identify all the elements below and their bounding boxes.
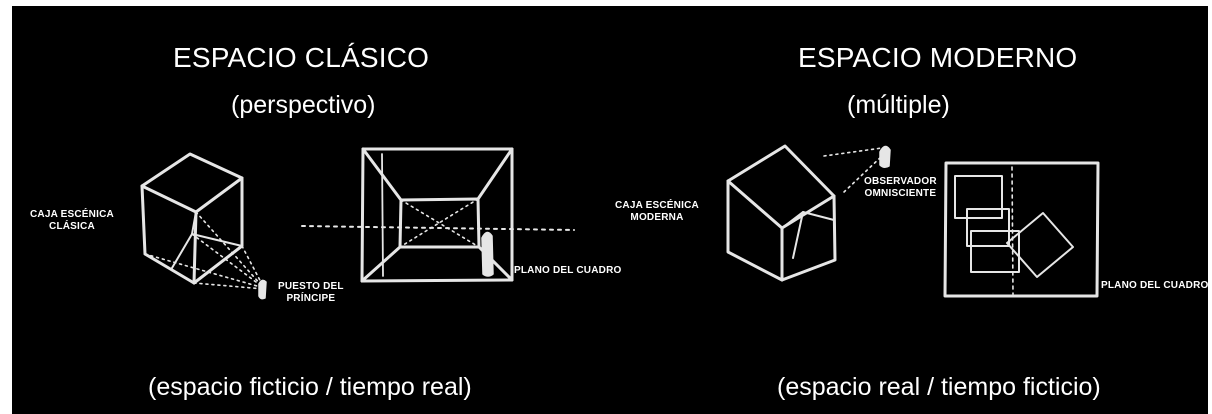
observer-figure [481, 231, 494, 277]
prince-figure [258, 279, 267, 300]
classic-stage-box [140, 152, 244, 285]
omniscient-label: OBSERVADOR OMNISCIENTE [864, 176, 937, 199]
modern-box-label: CAJA ESCÉNICA MODERNA [615, 200, 699, 223]
classic-caption: (espacio ficticio / tiempo real) [148, 373, 472, 401]
classic-title: ESPACIO CLÁSICO [173, 42, 430, 73]
modern-stage-box [726, 144, 837, 282]
classic-sight-lines [144, 211, 265, 290]
classic-plane-diagonals [399, 198, 480, 248]
modern-caption: (espacio real / tiempo ficticio) [777, 373, 1101, 401]
modern-subtitle: (múltiple) [847, 91, 950, 119]
classic-plane-label: PLANO DEL CUADRO [514, 265, 622, 276]
modern-plane-label: PLANO DEL CUADRO [1101, 280, 1208, 291]
omniscient-figure [879, 145, 891, 169]
diagram-canvas: ESPACIO CLÁSICO (perspectivo) ESPACIO MO… [12, 6, 1208, 414]
prince-label: PUESTO DEL PRÍNCIPE [278, 281, 344, 304]
modern-title: ESPACIO MODERNO [798, 42, 1078, 73]
modern-picture-plane [943, 161, 1100, 298]
classic-box-label: CAJA ESCÉNICA CLÁSICA [30, 209, 114, 232]
classic-sight-axis [301, 225, 575, 231]
modern-plane-axis [1011, 166, 1014, 295]
sketch-drawing [140, 144, 1100, 300]
classic-subtitle: (perspectivo) [231, 91, 376, 119]
modern-sight-lines [823, 147, 883, 193]
